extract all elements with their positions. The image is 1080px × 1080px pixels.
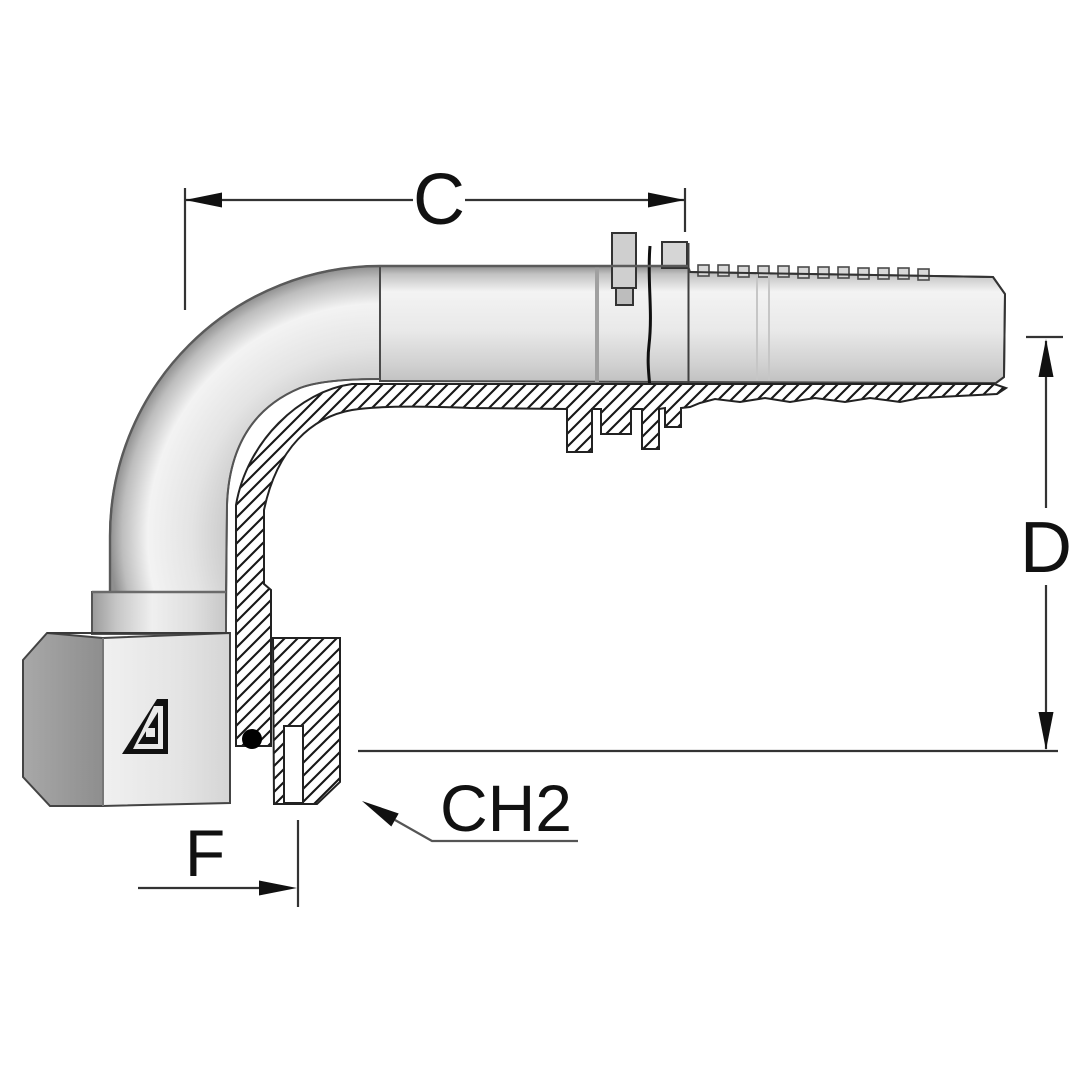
o-ring-seal	[242, 729, 262, 749]
hex-nut	[22, 631, 231, 808]
dimension-c: C	[183, 160, 687, 310]
collar-band	[91, 591, 227, 635]
c-arrow-right	[648, 192, 685, 208]
collar-block-a-stem	[615, 287, 634, 306]
collar-block-a	[611, 232, 637, 289]
collar-block-b	[661, 241, 688, 269]
f-label: F	[185, 816, 225, 890]
nut-dark-facet	[22, 631, 104, 807]
crimp-collar-blocks	[611, 232, 688, 306]
c-arrow-left	[185, 192, 222, 208]
d-label: D	[1020, 508, 1072, 588]
ch2-leader-line	[394, 819, 578, 843]
hose-tail-barbs	[697, 264, 930, 281]
fitting-body	[22, 232, 1009, 808]
ch2-arrow	[362, 801, 399, 827]
horizontal-arm	[379, 265, 1007, 385]
f-arrow	[259, 880, 297, 896]
washer-slot	[283, 725, 304, 804]
dimension-d: D	[358, 335, 1072, 753]
section-wall-hatched	[235, 383, 1009, 747]
dimension-f: F	[138, 816, 300, 907]
d-arrow-bottom	[1038, 712, 1054, 750]
dimension-annotations: C D F CH2	[138, 160, 1072, 907]
c-label: C	[413, 160, 465, 240]
brand-logo-icon	[122, 699, 168, 754]
callout-ch2: CH2	[362, 771, 578, 845]
ch2-label: CH2	[440, 771, 572, 845]
d-arrow-top	[1038, 339, 1054, 377]
edge-accents	[47, 264, 1007, 634]
